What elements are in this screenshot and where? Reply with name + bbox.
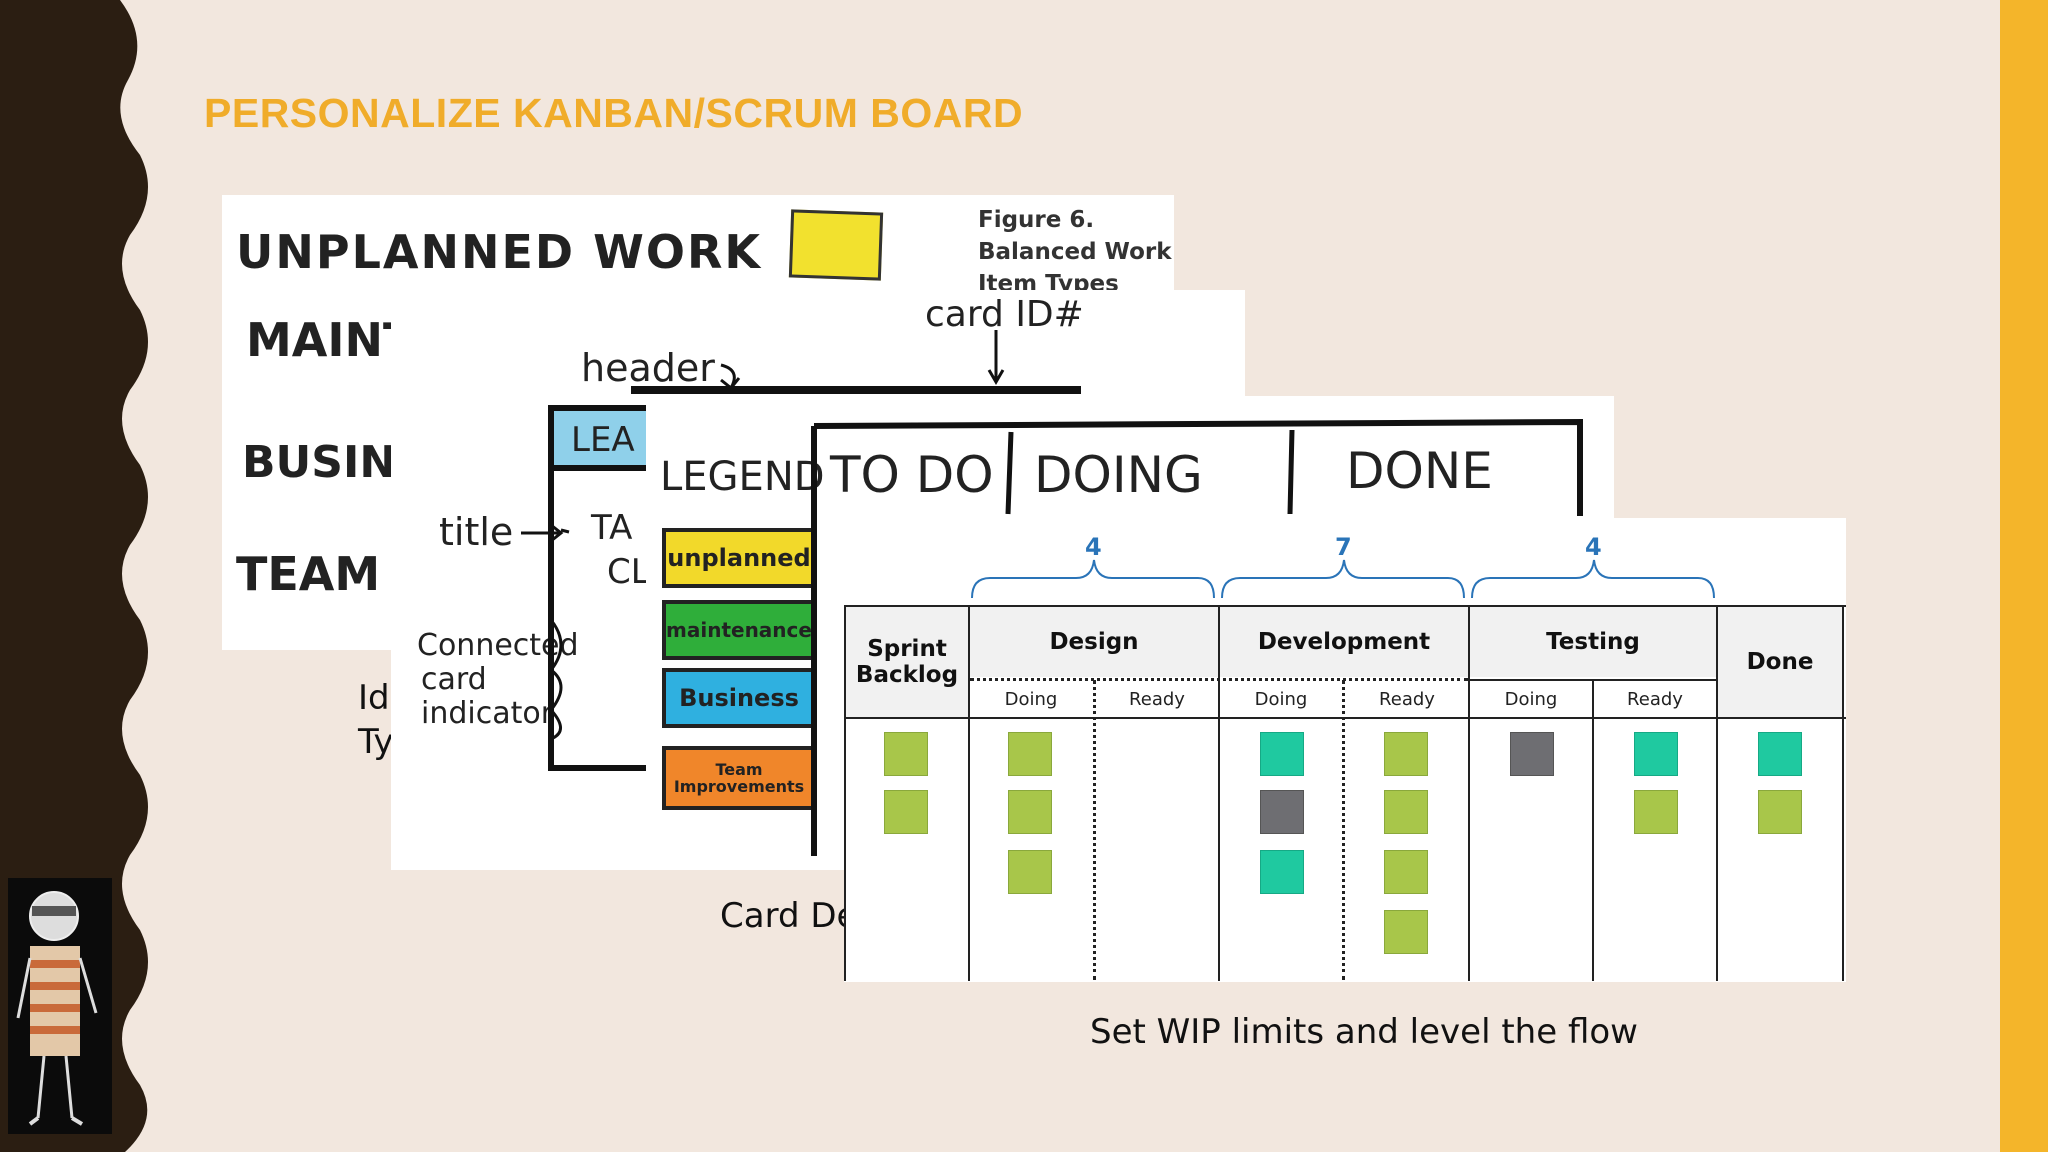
column-sprint-backlog-line1: Sprint xyxy=(867,636,947,662)
legend-business-label: Business xyxy=(679,684,799,712)
column-doing: DOING xyxy=(1034,446,1203,504)
column-sprint-backlog-line2: Backlog xyxy=(855,662,959,688)
column-done: Done xyxy=(1718,607,1842,717)
ta-label: TA xyxy=(591,508,633,548)
board-divider-5 xyxy=(1716,605,1718,981)
design-dotted-divider xyxy=(1093,680,1096,980)
card-dev-ready-2 xyxy=(1384,790,1428,834)
mascot-figure xyxy=(8,878,112,1134)
subcolumn-development-doing: Doing xyxy=(1220,682,1342,716)
board-divider-1 xyxy=(968,605,970,981)
board-frame-sketch xyxy=(811,418,1583,856)
column-todo: TO DO xyxy=(830,446,994,504)
caption-card-design: Card De xyxy=(720,896,858,936)
card-test-ready-1 xyxy=(1634,732,1678,776)
row-maintenance: MAINT xyxy=(246,313,415,367)
subcolumn-design-ready: Ready xyxy=(1096,682,1218,716)
left-wavy-band xyxy=(0,0,148,1152)
card-design-doing-3 xyxy=(1008,850,1052,894)
card-dev-ready-1 xyxy=(1384,732,1428,776)
board-divider-4 xyxy=(1592,680,1594,981)
subcolumn-development-ready: Ready xyxy=(1346,682,1468,716)
card-dev-ready-3 xyxy=(1384,850,1428,894)
card-done-2 xyxy=(1758,790,1802,834)
card-done-1 xyxy=(1758,732,1802,776)
row-team: TEAM xyxy=(236,547,381,601)
right-accent-band xyxy=(2000,0,2048,1152)
legend-unplanned-label: unplanned xyxy=(667,544,811,572)
legend-team: Team Improvements xyxy=(662,746,816,810)
legend-maintenance-label: maintenance xyxy=(666,618,812,642)
title-label: title xyxy=(439,510,514,554)
wip-limit-design: 4 xyxy=(1085,533,1102,561)
board-left-line xyxy=(844,605,846,981)
card-dev-doing-2 xyxy=(1260,790,1304,834)
card-id-label: card ID# xyxy=(925,294,1084,335)
legend-team-label: Team Improvements xyxy=(673,760,805,796)
caption-wip-limits: Set WIP limits and level the flow xyxy=(1090,1012,1638,1052)
card-backlog-2 xyxy=(884,790,928,834)
figure-title: Figure 6. xyxy=(978,207,1095,233)
card-design-doing-1 xyxy=(1008,732,1052,776)
cl-label: CL xyxy=(607,552,650,592)
board-right-line xyxy=(1842,605,1844,981)
column-testing: Testing xyxy=(1470,607,1716,677)
lea-label: LEA xyxy=(571,420,635,460)
stick-figure-icon xyxy=(16,891,98,1126)
subcolumn-testing-ready: Ready xyxy=(1594,682,1716,716)
caption-identify-types-1: Id xyxy=(358,678,390,718)
legend-business: Business xyxy=(662,668,816,728)
subcolumn-testing-doing: Doing xyxy=(1470,682,1592,716)
column-sprint-backlog: Sprint Backlog xyxy=(846,607,968,717)
header-label: header xyxy=(581,346,715,390)
board-top-line xyxy=(844,605,1846,607)
column-done: DONE xyxy=(1346,442,1493,500)
slide-title: PERSONALIZE KANBAN/SCRUM BOARD xyxy=(204,90,1024,136)
wip-limit-development: 7 xyxy=(1335,533,1352,561)
subcolumn-design-doing: Doing xyxy=(970,682,1092,716)
column-development: Development xyxy=(1220,607,1468,677)
board-header-line xyxy=(844,717,1846,719)
card-backlog-1 xyxy=(884,732,928,776)
column-design: Design xyxy=(970,607,1218,677)
row-unplanned-work: UNPLANNED WORK xyxy=(236,225,763,279)
connected-label-3: indicator xyxy=(421,696,554,731)
card-dev-doing-1 xyxy=(1260,732,1304,776)
board-divider-2 xyxy=(1218,605,1220,981)
caption-identify-types-2: Ty xyxy=(358,722,394,762)
yellow-sticky-icon xyxy=(788,209,884,281)
wip-limit-testing: 4 xyxy=(1585,533,1602,561)
card-design-doing-2 xyxy=(1008,790,1052,834)
image-wip-board xyxy=(844,518,1846,982)
legend-maintenance: maintenance xyxy=(662,600,816,660)
development-dotted-divider xyxy=(1342,680,1345,980)
card-test-ready-2 xyxy=(1634,790,1678,834)
card-test-doing-1 xyxy=(1510,732,1554,776)
legend-unplanned: unplanned xyxy=(662,528,816,588)
board-divider-3 xyxy=(1468,605,1470,981)
card-dev-ready-4 xyxy=(1384,910,1428,954)
legend-title: LEGEND xyxy=(660,454,825,500)
card-dev-doing-3 xyxy=(1260,850,1304,894)
figure-subtitle: Balanced Work xyxy=(978,239,1172,265)
connected-label-2: card xyxy=(421,662,487,697)
